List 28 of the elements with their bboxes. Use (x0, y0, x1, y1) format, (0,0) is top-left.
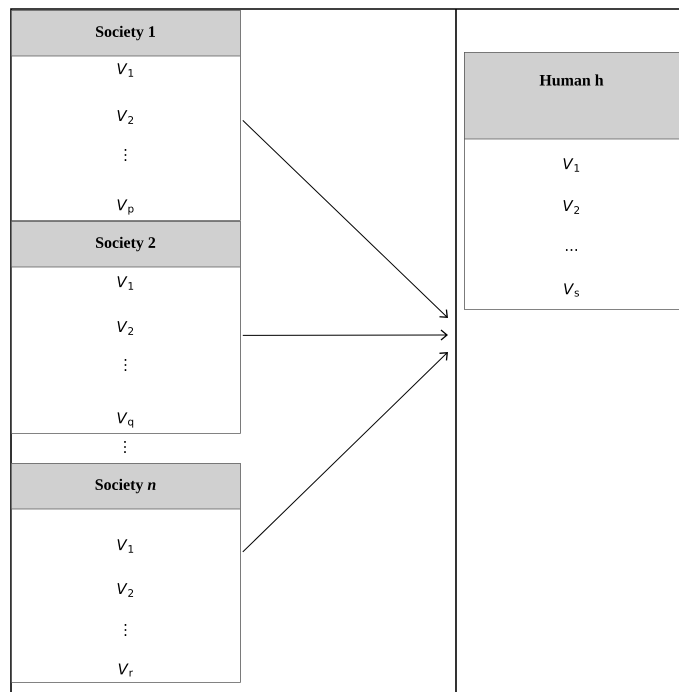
variable-label: ⋮ (124, 624, 126, 636)
column-header: Society 2 (96, 236, 156, 252)
variable-label: ... (566, 249, 578, 251)
table-box (464, 52, 679, 310)
variable-label: V$_{1}$ (118, 276, 134, 290)
table-box (10, 10, 241, 221)
arrow (242, 120, 448, 318)
variable-label: V$_{2}$ (564, 200, 580, 214)
variable-label: V$_{q}$ (118, 412, 134, 428)
variable-label: V$_{2}$ (118, 110, 134, 124)
variable-label: ⋮ (124, 358, 126, 372)
variable-label: ⋮ (124, 148, 126, 162)
variable-label: V$_{2}$ (118, 321, 134, 335)
arrow (242, 352, 448, 552)
variable-label: V$_{p}$ (118, 199, 134, 215)
column-header: Society n (96, 478, 156, 494)
variable-label: V$_{s}$ (564, 283, 579, 297)
column-header: Human h (540, 74, 604, 86)
column-header: Society 1 (96, 26, 155, 40)
table-box (10, 221, 241, 434)
variable-label: V$_{r}$ (118, 663, 133, 677)
variable-label: V$_{2}$ (118, 583, 134, 597)
variable-label: V$_{1}$ (118, 539, 134, 553)
variable-label: V$_{1}$ (564, 158, 580, 172)
variable-label: V$_{1}$ (118, 63, 134, 77)
table-box (10, 463, 241, 683)
arrow (242, 330, 448, 341)
ellipsis-label: ⋮ (124, 440, 126, 454)
